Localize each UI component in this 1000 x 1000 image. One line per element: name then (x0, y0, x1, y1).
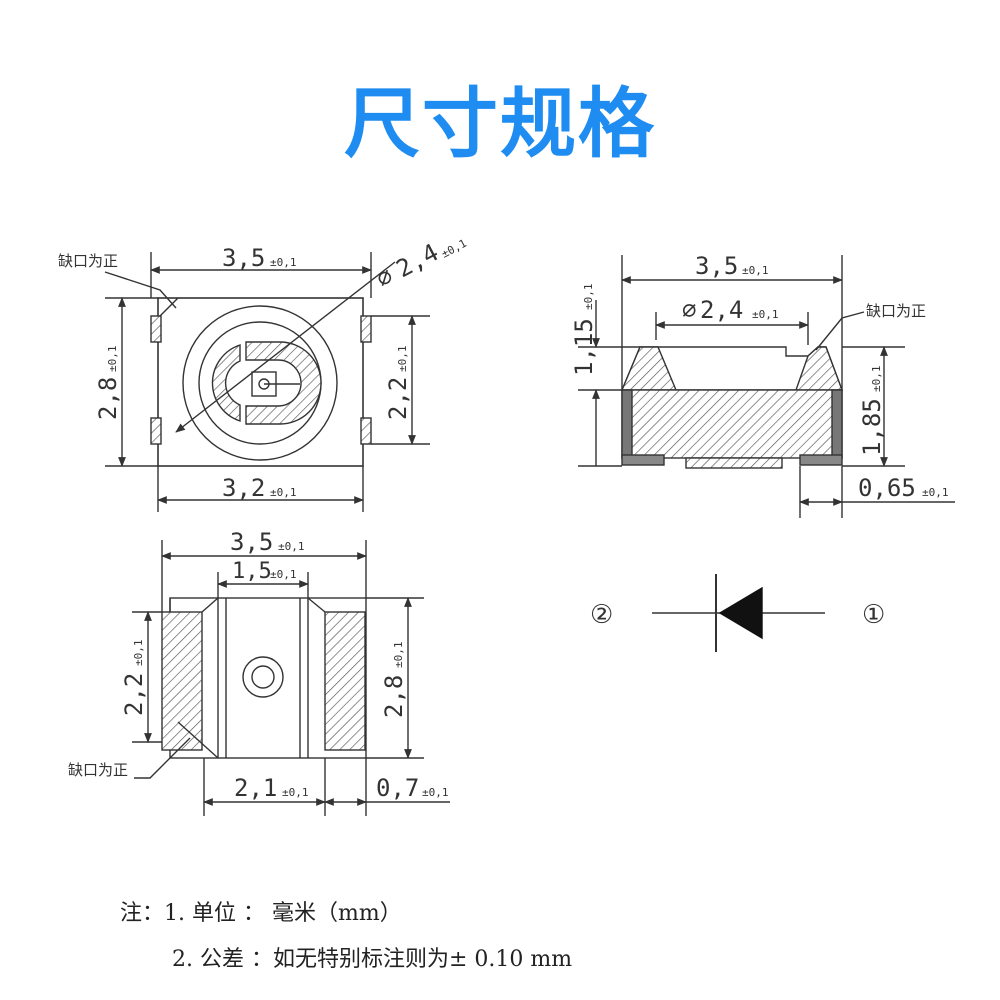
top-body-outline (157, 297, 364, 467)
dim-side-width-tol: ±0,1 (742, 264, 769, 277)
side-center-pad (685, 457, 783, 469)
dim-side-diam: 2,4 (700, 296, 743, 324)
side-pad-left (621, 454, 665, 466)
bottom-pad-right (324, 611, 366, 751)
dim-bottom-height-tol: ±0,1 (392, 642, 405, 669)
notes: 注：1. 单位 ： 毫米（mm） 2. 公差 ：如无特别标注则为± 0.10 m… (120, 895, 572, 987)
bottom-pad-left (161, 611, 203, 751)
dim-side-diam-tol: ±0,1 (752, 308, 779, 321)
dim-bottom-pad-span: 2,1 (234, 774, 277, 802)
top-electrode-right (245, 341, 322, 425)
top-pad-right-lower (360, 417, 372, 445)
diode-triangle (718, 586, 763, 640)
dim-top-height: 2,8 (94, 377, 122, 420)
bottom-ring-inner (251, 665, 275, 689)
dim-top-diam-tol: ±0,1 (439, 237, 469, 261)
dim-bottom-width-tol: ±0,1 (278, 540, 305, 553)
page-title: 尺寸规格 (344, 79, 656, 168)
dim-top-diam-mark: ∅ (372, 262, 398, 294)
top-pad-right-upper (360, 315, 372, 343)
dim-bottom-pad-width-tol: ±0,1 (422, 786, 449, 799)
note-line-1: 注：1. 单位 ： 毫米（mm） (120, 901, 402, 926)
top-notch (157, 297, 179, 319)
dim-side-lens-height-tol: ±0,1 (582, 284, 595, 311)
dim-top-width-tol: ±0,1 (270, 256, 297, 269)
anode-label: ② (590, 600, 613, 630)
side-view: 3,5 ±0,1 ∅ 2,4 ±0,1 缺口为正 1,15 ±0,1 1 (570, 252, 955, 518)
dim-bottom-center: 1,5 (232, 559, 272, 584)
dim-top-height-tol: ±0,1 (106, 346, 119, 373)
notch-label-bottom: 缺口为正 (68, 761, 128, 779)
dim-bottom-width: 3,5 (230, 528, 273, 556)
dim-bottom-pad-height: 2,2 (120, 673, 148, 716)
bottom-notch (177, 721, 219, 759)
diode-symbol: ② ① (590, 574, 885, 652)
dim-side-body-height-tol: ±0,1 (870, 366, 883, 393)
top-electrode-left (211, 344, 241, 422)
bottom-ring-outer (242, 656, 284, 698)
dim-top-bottom-width-tol: ±0,1 (270, 486, 297, 499)
side-body-left-edge (621, 389, 633, 459)
side-body (621, 389, 843, 459)
top-pad-left-lower (150, 417, 162, 445)
side-pad-right (799, 454, 843, 466)
top-view: 3,5 ±0,1 缺口为正 ∅ 2,4 ±0,1 2,8 ±0,1 2,2 ±0… (58, 237, 469, 512)
dim-side-width: 3,5 (695, 252, 738, 280)
dim-side-body-height: 1,85 (858, 398, 886, 456)
dim-top-bottom-width: 3,2 (222, 474, 265, 502)
dim-side-lens-height: 1,15 (570, 318, 598, 376)
side-lens-left (620, 346, 678, 391)
dim-side-diam-mark: ∅ (682, 296, 696, 324)
side-body-right-edge (831, 389, 843, 459)
dim-bottom-pad-width: 0,7 (376, 774, 419, 802)
notch-label-top: 缺口为正 (58, 252, 118, 270)
notch-label-side: 缺口为正 (866, 302, 926, 320)
dim-top-pad-height: 2,2 (384, 377, 412, 420)
dim-side-pad-width-tol: ±0,1 (922, 486, 949, 499)
bottom-view: 3,5 ±0,1 1,5 ±0,1 2,2 ±0,1 缺口为正 2,8 ±0,1 (68, 528, 450, 816)
dim-top-pad-height-tol: ±0,1 (396, 346, 409, 373)
cathode-label: ① (862, 600, 885, 630)
dim-side-pad-width: 0,65 (858, 474, 916, 502)
top-pad-left-upper (150, 315, 162, 343)
dim-top-width: 3,5 (222, 244, 265, 272)
dim-bottom-pad-height-tol: ±0,1 (132, 640, 145, 667)
dim-bottom-pad-span-tol: ±0,1 (282, 786, 309, 799)
side-lens-right (795, 346, 844, 391)
note-line-2: 2. 公差 ：如无特别标注则为± 0.10 mm (172, 947, 573, 972)
dim-bottom-center-tol: ±0,1 (270, 568, 297, 581)
dim-top-diam: 2,4 (392, 238, 443, 283)
dim-bottom-height: 2,8 (380, 675, 408, 718)
top-lens-outer (182, 305, 338, 461)
